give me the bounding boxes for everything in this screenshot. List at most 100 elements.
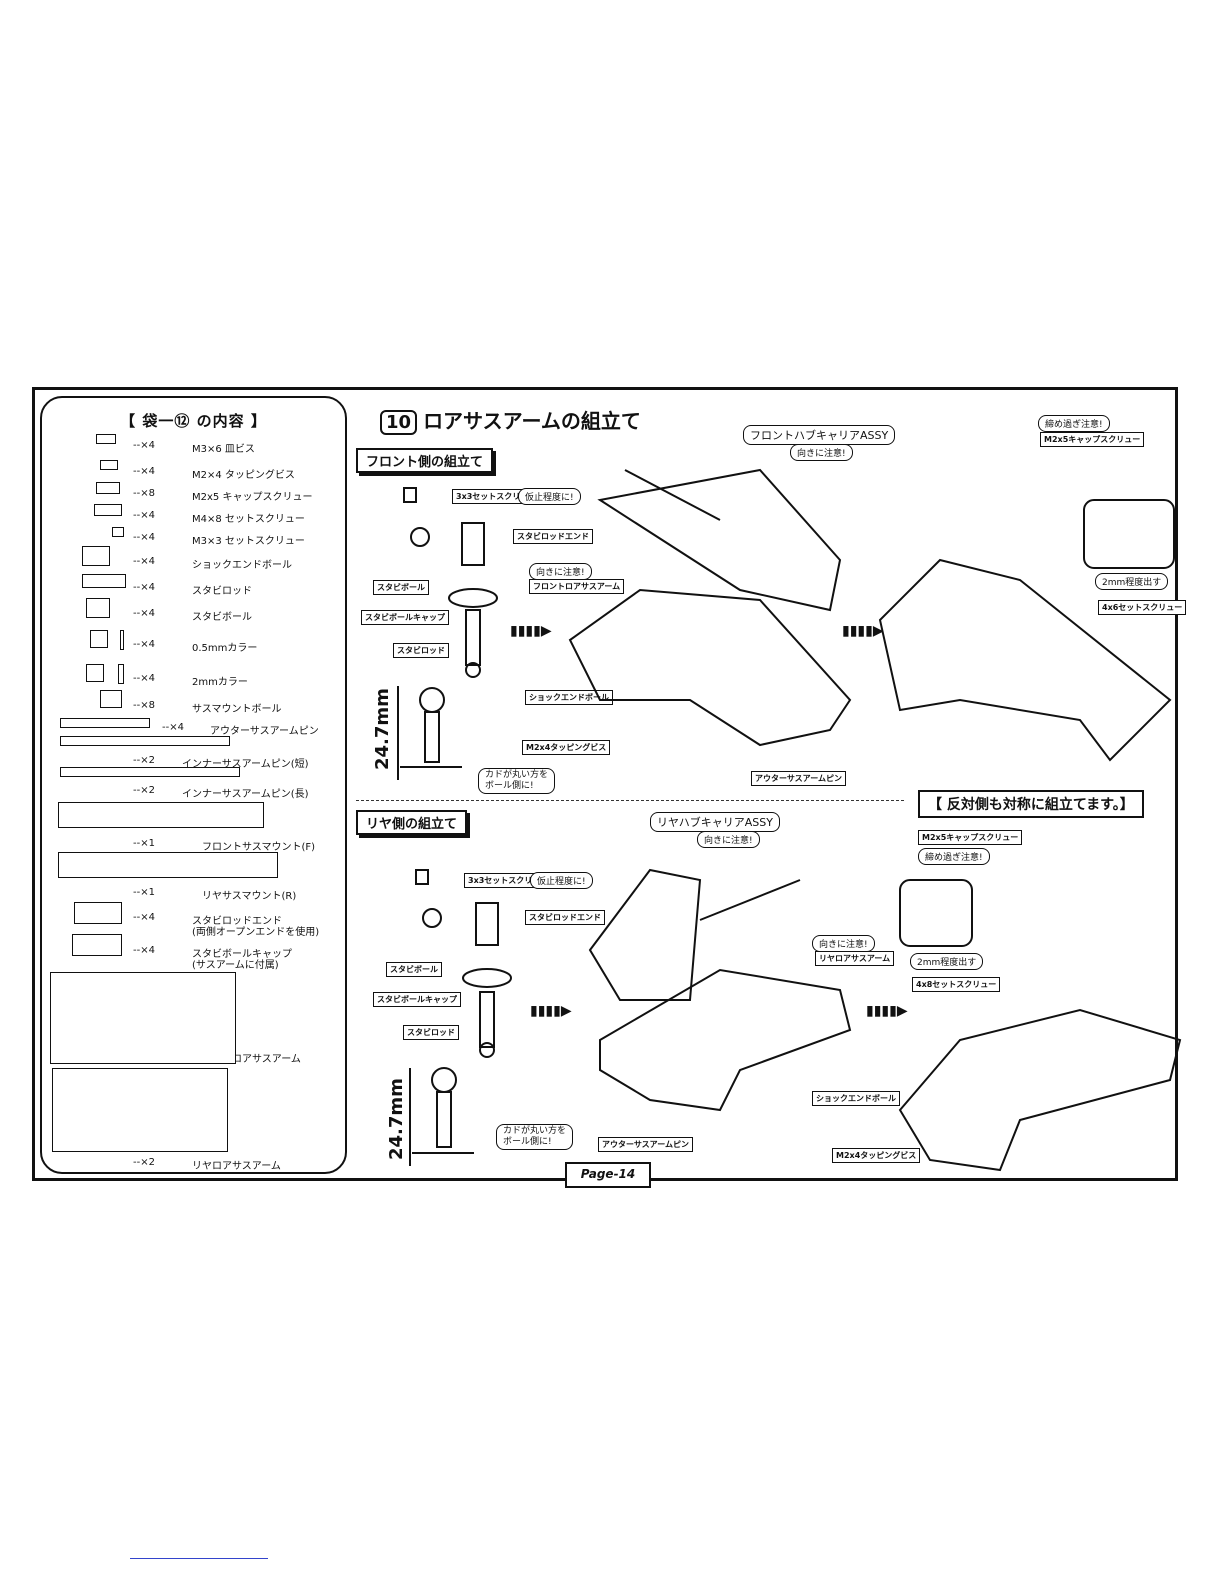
parts-item-name: M2×4 タッピングビス	[192, 470, 295, 481]
rear-detail-box	[899, 879, 973, 947]
parts-item-name: リヤロアサスアーム	[192, 1161, 281, 1172]
parts-item-qty: --×4	[133, 639, 155, 650]
parts-item-name: アウターサスアームピン	[210, 726, 319, 737]
front-stabi-rod-tag: スタビロッド	[393, 643, 449, 658]
rear-tapping-tag: M2x4タッピングビス	[832, 1148, 921, 1163]
rear-arm-tag: リヤロアサスアーム	[815, 951, 895, 966]
step-number: 10	[380, 410, 418, 435]
parts-item-name: サスマウントボール	[192, 704, 282, 715]
parts-item-qty: --×4	[133, 945, 155, 956]
part-icon	[112, 527, 124, 537]
step-title-text: ロアサスアームの組立て	[423, 409, 641, 433]
parts-item-qty: --×8	[133, 488, 155, 499]
front-rod-end-drawing	[461, 522, 485, 566]
front-stabi-ball-tag: スタビボール	[373, 580, 429, 595]
rear-protrude-tag: 2mm程度出す	[910, 953, 984, 970]
parts-item-name: インナーサスアームピン(長)	[182, 789, 309, 800]
front-arrow-1: ▮▮▮▮▶	[510, 623, 552, 639]
front-outer-pin-tag: アウターサスアームピン	[751, 771, 846, 786]
parts-item-name: 0.5mmカラー	[192, 643, 258, 654]
part-icon	[52, 1068, 228, 1152]
part-icon	[60, 767, 240, 777]
parts-item-name: 2mmカラー	[192, 677, 248, 688]
part-icon	[90, 630, 108, 648]
front-set-screw-drawing	[403, 487, 417, 503]
page-number: Page-14	[565, 1162, 651, 1188]
part-icon	[58, 802, 264, 828]
section-divider	[356, 800, 904, 801]
rear-no-overtight-tag: 締め過ぎ注意!	[918, 848, 990, 865]
front-arm-drawing	[568, 588, 852, 747]
part-icon	[50, 972, 236, 1064]
parts-item-qty: --×4	[133, 608, 155, 619]
rear-shock-ball-tag: ショックエンドボール	[812, 1091, 900, 1106]
front-section-label: フロント側の組立て	[356, 448, 494, 473]
part-icon	[94, 504, 122, 516]
rear-outer-pin-tag: アウターサスアームピン	[598, 1137, 693, 1152]
part-icon	[86, 664, 104, 682]
front-temp-stop-tag: 仮止程度に!	[518, 488, 581, 505]
front-shock-ball-tag: ショックエンドボール	[525, 690, 613, 705]
parts-item-name: インナーサスアームピン(短)	[182, 759, 309, 770]
rear-assembled-drawing	[898, 1008, 1182, 1172]
parts-item-name: フロントロアサスアーム	[192, 1054, 301, 1065]
parts-item-name: スタビロッドエンド	[192, 916, 282, 927]
parts-item-qty: --×1	[133, 887, 155, 898]
footer-link-underline	[130, 1558, 268, 1559]
parts-item-name: ショックエンドボール	[192, 560, 292, 571]
front-no-overtight-tag: 締め過ぎ注意!	[1038, 415, 1110, 432]
parts-item-name: M3×6 皿ビス	[192, 444, 255, 455]
front-protrude-tag: 2mm程度出す	[1095, 573, 1169, 590]
front-stabi-ball-drawing	[410, 527, 430, 547]
rear-set-screw-4x8-tag: 4x8セットスクリュー	[912, 977, 1001, 992]
rear-arrow-1: ▮▮▮▮▶	[530, 1003, 572, 1019]
front-set-screw-4x6-tag: 4x6セットスクリュー	[1098, 600, 1187, 615]
parts-item-name: スタビボール	[192, 612, 252, 623]
rear-section-label: リヤ側の組立て	[356, 810, 468, 835]
parts-item-qty: --×2	[133, 1157, 155, 1168]
rear-rod-end-drawing	[475, 902, 499, 946]
front-hub-note: 向きに注意!	[790, 444, 853, 461]
parts-item-qty: --×2	[133, 785, 155, 796]
front-hub-drawing	[597, 468, 842, 612]
rear-arrow-2: ▮▮▮▮▶	[866, 1003, 908, 1019]
rear-stabi-rod-drawing	[479, 991, 495, 1048]
front-detail-box	[1083, 499, 1175, 569]
symmetric-note: 【 反対側も対称に組立てます。】	[918, 790, 1144, 818]
rear-stabi-ball-drawing	[422, 908, 442, 928]
rear-stabi-ball-cap-tag: スタビボールキャップ	[373, 992, 461, 1007]
parts-item-qty: --×4	[133, 440, 155, 451]
part-icon	[74, 902, 122, 924]
part-icon	[82, 574, 126, 588]
parts-list-title: 【 袋一⑫ の内容 】	[120, 412, 267, 430]
front-stabi-ball-cap-tag: スタビボールキャップ	[361, 610, 449, 625]
rear-hub-note: 向きに注意!	[697, 831, 760, 848]
front-stabi-rod-end-tag: スタビロッドエンド	[513, 529, 593, 544]
part-icon	[60, 718, 150, 728]
part-icon	[96, 482, 120, 494]
front-arm-tag: フロントロアサスアーム	[529, 579, 625, 594]
part-icon	[100, 460, 118, 470]
parts-item-qty: --×4	[133, 466, 155, 477]
parts-item-name: フロントサスマウント(F)	[202, 842, 316, 853]
part-icon	[82, 546, 110, 566]
part-icon	[120, 630, 124, 650]
rear-hub-label: リヤハブキャリアASSY	[650, 812, 780, 832]
rear-arm-drawing	[599, 968, 852, 1112]
parts-item-qty: --×1	[133, 838, 155, 849]
parts-item-qty: --×4	[133, 673, 155, 684]
parts-item-note: (サスアームに付属)	[192, 960, 279, 971]
front-ball-cap-drawing	[448, 588, 498, 608]
rear-ball-cap-drawing	[462, 968, 512, 988]
front-arrow-2: ▮▮▮▮▶	[842, 623, 884, 639]
parts-item-name: M3×3 セットスクリュー	[192, 536, 305, 547]
rear-stabi-ball-tag: スタビボール	[386, 962, 442, 977]
part-icon	[118, 664, 124, 684]
parts-item-name: スタビボールキャップ	[192, 949, 292, 960]
parts-item-qty: --×4	[133, 532, 155, 543]
parts-item-name: M2x5 キャップスクリュー	[192, 492, 313, 503]
rear-temp-stop-tag: 仮止程度に!	[530, 872, 593, 889]
front-assembled-drawing	[878, 558, 1172, 762]
